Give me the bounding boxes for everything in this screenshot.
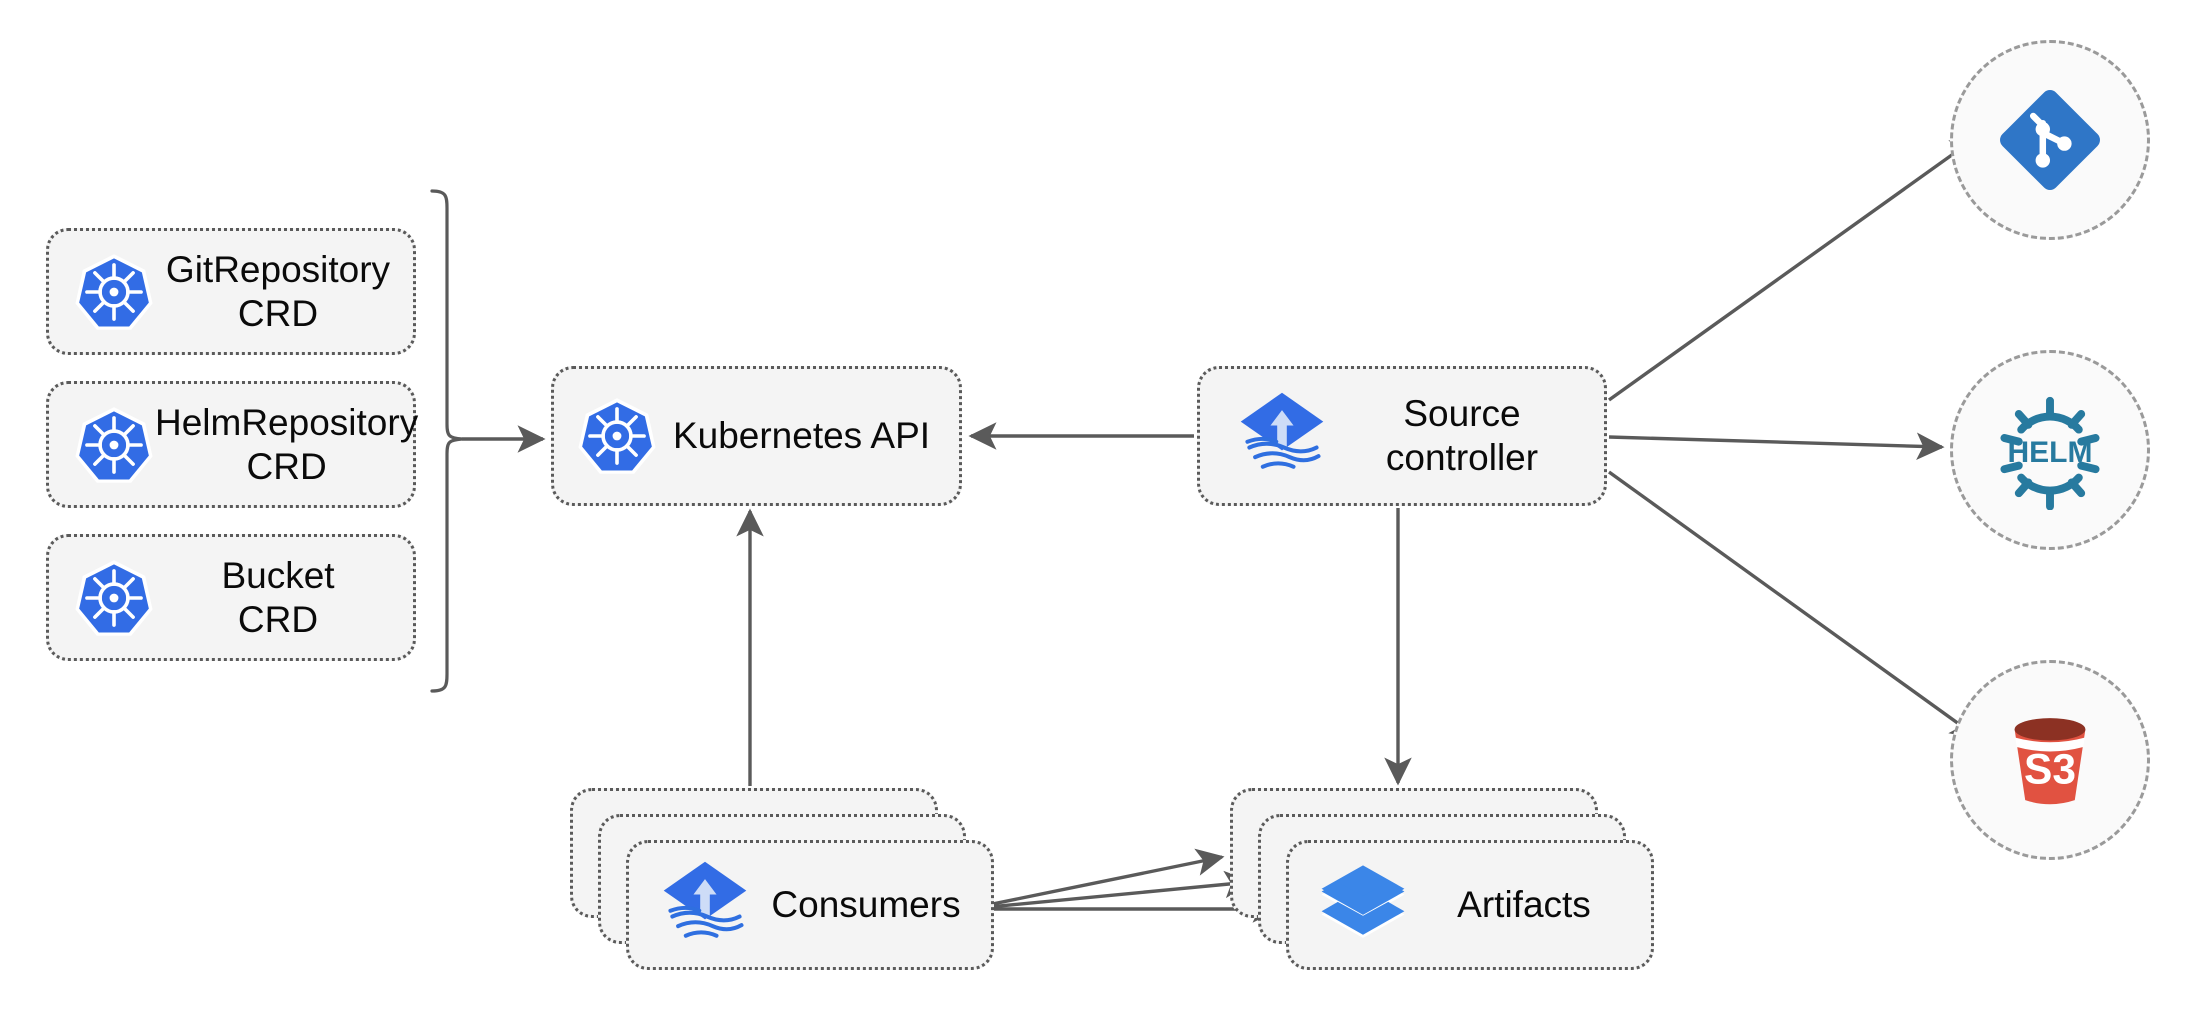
crd-card-bucket[interactable]: Bucket CRD <box>46 534 416 661</box>
source-controller-label: Source controller <box>1385 393 1539 478</box>
crd-card-label: Bucket CRD <box>221 554 335 640</box>
edge-source-controller-to-helm <box>1608 432 1945 460</box>
endpoint-helm[interactable]: HELM <box>1950 350 2150 550</box>
kubernetes-icon <box>73 251 155 333</box>
edge-consumers-to-artifacts-1 <box>967 848 1225 911</box>
helm-wordmark: HELM <box>2008 436 2093 469</box>
kubernetes-icon <box>576 395 658 477</box>
kubernetes-icon <box>73 404 155 486</box>
kubernetes-icon <box>73 557 155 639</box>
artifacts-label: Artifacts <box>1457 884 1591 925</box>
layers-icon <box>1315 860 1411 950</box>
s3-wordmark: S3 <box>2024 747 2076 794</box>
edge-consumers-to-artifacts-2 <box>967 870 1253 911</box>
artifacts-stack-sheet-front[interactable]: Artifacts <box>1286 840 1654 970</box>
kubernetes-api-node[interactable]: Kubernetes API <box>551 366 962 506</box>
crd-card-gitrepository[interactable]: GitRepository CRD <box>46 228 416 355</box>
flux-icon <box>1232 388 1332 484</box>
flux-icon <box>655 857 755 953</box>
edge-source-controller-to-s3 <box>1608 470 1980 739</box>
source-controller-node[interactable]: Source controller <box>1197 366 1607 506</box>
helm-icon: HELM <box>1990 390 2110 510</box>
git-icon <box>1990 80 2110 200</box>
edge-source-controller-to-git <box>1608 135 1980 402</box>
crd-card-label: GitRepository CRD <box>165 248 391 334</box>
consumers-label: Consumers <box>771 884 961 925</box>
consumers-stack-sheet-front[interactable]: Consumers <box>626 840 994 970</box>
crd-card-helmrepository[interactable]: HelmRepository CRD <box>46 381 418 508</box>
endpoint-s3[interactable]: S3 <box>1950 660 2150 860</box>
crd-card-label: HelmRepository CRD <box>155 401 419 487</box>
s3-bucket-icon: S3 <box>1991 701 2109 819</box>
kubernetes-api-label: Kubernetes API <box>672 415 931 457</box>
crd-bracket <box>430 189 463 693</box>
endpoint-git[interactable] <box>1950 40 2150 240</box>
